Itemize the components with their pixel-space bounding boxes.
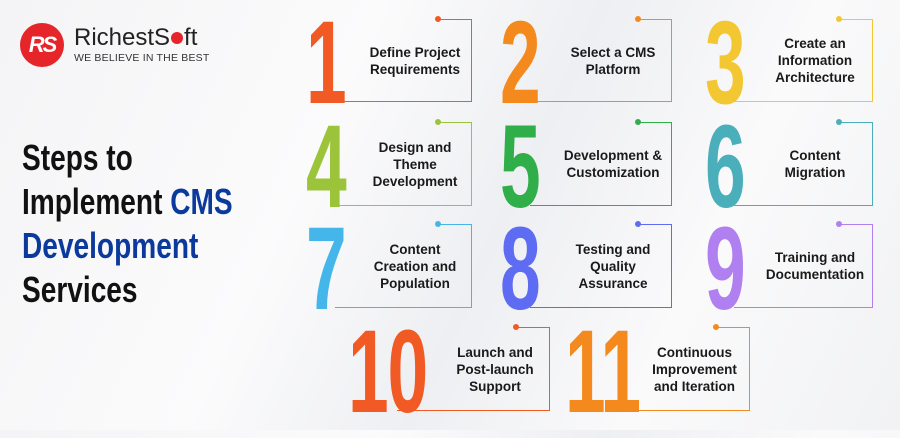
step-label: Development & Customization xyxy=(563,148,663,180)
title-line-2: Implement CMS xyxy=(22,180,233,224)
step-card-7: 7 Content Creation and Population xyxy=(306,210,472,328)
step-number: 3 xyxy=(705,0,746,129)
brand-name-right: ft xyxy=(184,24,198,51)
card-dot-icon xyxy=(836,221,842,227)
title-line-1: Steps to xyxy=(22,137,133,178)
step-label: Training and Documentation xyxy=(765,250,865,282)
step-card-6: 6 Content Migration xyxy=(705,108,873,226)
step-number: 10 xyxy=(348,306,428,438)
card-border-bottom xyxy=(605,410,750,411)
card-border-bottom xyxy=(335,205,472,206)
brand-dot-icon xyxy=(171,32,184,44)
logo: RS RichestS ft WE BELIEVE IN THE BEST xyxy=(20,23,210,67)
step-number: 7 xyxy=(306,203,347,335)
step-number: 2 xyxy=(500,0,541,129)
step-number: 9 xyxy=(705,203,746,335)
card-border-bottom xyxy=(734,101,873,102)
step-label: Continuous Improvement and Iteration xyxy=(652,344,737,394)
card-border-right xyxy=(671,122,672,206)
card-border-right xyxy=(671,224,672,308)
card-border-bottom xyxy=(530,307,672,308)
card-border-bottom xyxy=(530,205,672,206)
step-number: 4 xyxy=(306,101,347,233)
title-line-4: Services xyxy=(22,269,138,310)
card-border-bottom xyxy=(734,205,873,206)
card-border-top xyxy=(717,327,750,328)
card-border-top xyxy=(639,122,672,123)
card-dot-icon xyxy=(635,16,641,22)
card-border-bottom xyxy=(530,101,672,102)
step-label: Select a CMS Platform xyxy=(570,44,656,77)
card-border-top xyxy=(840,224,873,225)
card-dot-icon xyxy=(635,221,641,227)
card-border-right xyxy=(471,19,472,102)
card-border-bottom xyxy=(335,307,472,308)
card-dot-icon xyxy=(836,16,842,22)
step-label: Define Project Requirements xyxy=(369,44,461,77)
step-label: Content Migration xyxy=(784,148,846,180)
card-dot-icon xyxy=(513,324,519,330)
card-border-bottom xyxy=(335,101,472,102)
card-border-top xyxy=(439,122,472,123)
step-label: Design and Theme Development xyxy=(372,139,458,189)
title-line-3: Development xyxy=(22,225,199,266)
brand-name-left: RichestS xyxy=(74,24,171,51)
step-number: 5 xyxy=(500,101,541,233)
card-border-right xyxy=(671,19,672,102)
card-border-top xyxy=(840,122,873,123)
card-dot-icon xyxy=(635,119,641,125)
step-number: 8 xyxy=(500,203,541,335)
card-border-top xyxy=(517,327,550,328)
step-card-2: 2 Select a CMS Platform xyxy=(500,4,672,122)
card-dot-icon xyxy=(435,16,441,22)
step-card-11: 11 Continuous Improvement and Iteration xyxy=(565,313,750,431)
card-dot-icon xyxy=(435,221,441,227)
step-label: Testing and Quality Assurance xyxy=(575,241,651,291)
title-line-2-text: Implement xyxy=(22,181,171,222)
card-dot-icon xyxy=(713,324,719,330)
step-number: 11 xyxy=(565,306,641,438)
step-card-5: 5 Development & Customization xyxy=(500,108,672,226)
card-border-right xyxy=(471,122,472,206)
card-border-top xyxy=(439,19,472,20)
step-card-8: 8 Testing and Quality Assurance xyxy=(500,210,672,328)
card-border-right xyxy=(549,327,550,411)
card-border-top xyxy=(639,19,672,20)
step-card-4: 4 Design and Theme Development xyxy=(306,108,472,226)
logo-mark: RS xyxy=(20,23,64,67)
card-border-right xyxy=(872,122,873,206)
card-border-right xyxy=(471,224,472,308)
card-border-top xyxy=(439,224,472,225)
card-border-right xyxy=(872,19,873,102)
tagline: WE BELIEVE IN THE BEST xyxy=(74,52,210,64)
card-border-right xyxy=(872,224,873,308)
page-title: Steps to Implement CMS Development Servi… xyxy=(22,136,233,312)
step-label: Content Creation and Population xyxy=(373,241,457,291)
card-border-right xyxy=(749,327,750,411)
step-card-1: 1 Define Project Requirements xyxy=(306,4,472,122)
step-card-10: 10 Launch and Post-launch Support xyxy=(348,313,550,431)
card-dot-icon xyxy=(435,119,441,125)
step-number: 6 xyxy=(705,101,746,233)
card-border-bottom xyxy=(734,307,873,308)
brand-name: RichestS ft xyxy=(74,26,210,50)
title-highlight-cms: CMS xyxy=(170,181,233,222)
step-label: Launch and Post-launch Support xyxy=(456,344,534,394)
step-card-9: 9 Training and Documentation xyxy=(705,210,873,328)
card-border-top xyxy=(639,224,672,225)
step-label: Create an Information Architecture xyxy=(775,36,855,85)
step-card-3: 3 Create an Information Architecture xyxy=(705,4,873,122)
card-border-bottom xyxy=(397,410,550,411)
card-dot-icon xyxy=(836,119,842,125)
step-number: 1 xyxy=(306,0,347,129)
card-border-top xyxy=(840,19,873,20)
